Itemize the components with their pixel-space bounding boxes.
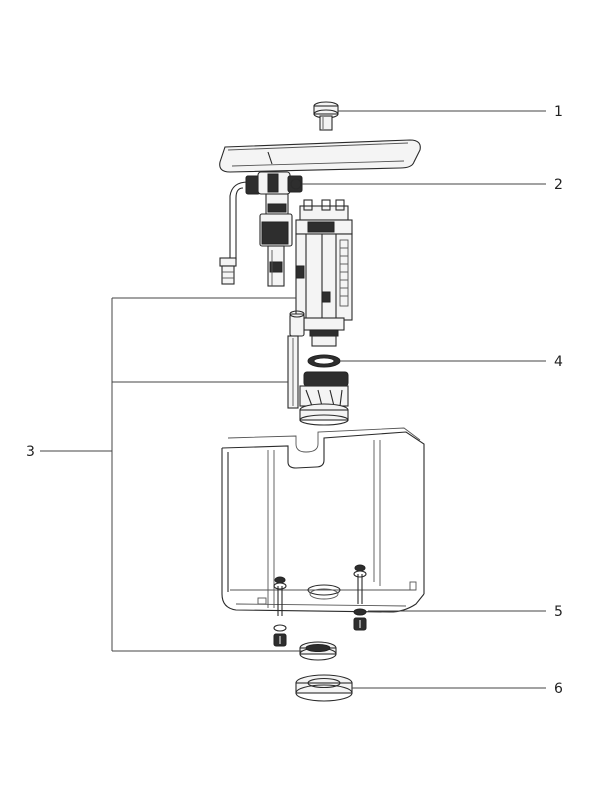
callout-2: 2	[554, 177, 563, 193]
seal-ring-part	[307, 354, 341, 368]
cistern-tank	[221, 427, 425, 613]
leader-lines	[40, 110, 546, 689]
callout-4: 4	[554, 354, 563, 370]
callout-labels: 1 2 3 4 5 6	[26, 104, 563, 697]
fixing-screws-part	[273, 564, 367, 647]
cistern-lid	[219, 139, 421, 173]
push-button-part	[313, 101, 339, 131]
callout-3: 3	[26, 444, 35, 460]
flush-valve-part	[287, 199, 353, 426]
outlet-seal-part	[299, 641, 337, 661]
callout-6: 6	[554, 681, 563, 697]
fill-valve-part	[219, 171, 303, 287]
cone-seal-part	[295, 674, 353, 702]
cage-ticks	[340, 247, 348, 297]
callout-1: 1	[554, 104, 563, 120]
callout-5: 5	[554, 604, 563, 620]
